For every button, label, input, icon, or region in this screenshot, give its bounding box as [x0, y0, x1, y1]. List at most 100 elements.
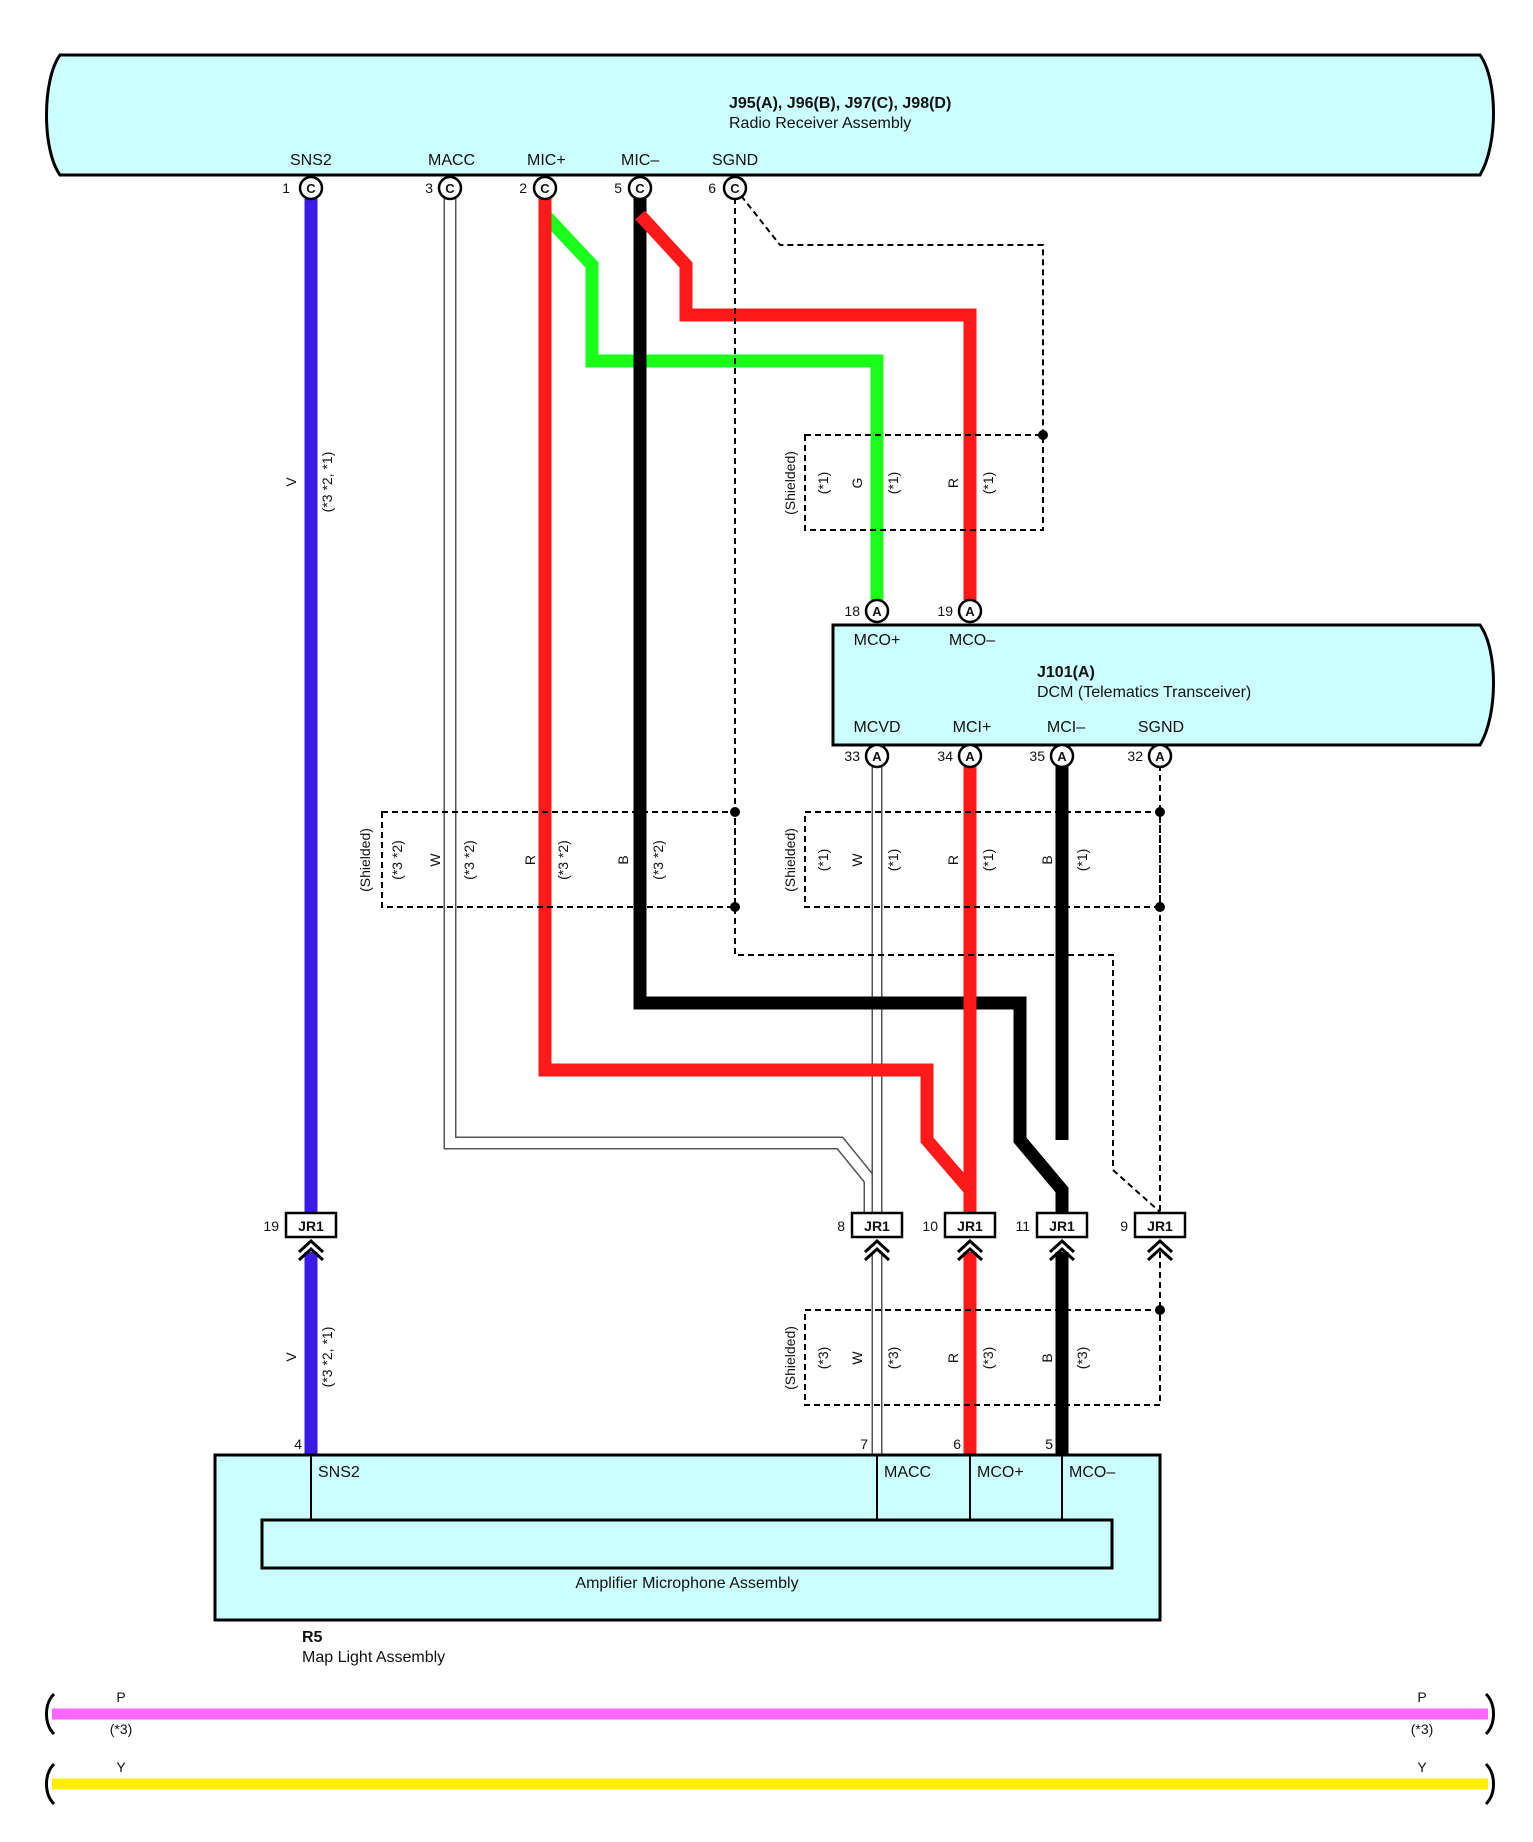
- pin-letter: A: [1155, 749, 1165, 764]
- dcm-body: [831, 623, 1495, 747]
- pin-number: 34: [937, 748, 953, 764]
- radio-pin-5[interactable]: C 5: [614, 175, 653, 201]
- shield-top-wire-color: R: [945, 478, 961, 488]
- shield-left-note: (*3 *2): [555, 840, 571, 880]
- chevron-up-icon: [956, 1238, 984, 1262]
- radio-terminal-name: MACC: [428, 152, 475, 169]
- pin-letter: C: [306, 181, 316, 196]
- jr1-pin-9[interactable]: JR1 9: [1120, 1211, 1187, 1262]
- pin-number: 5: [614, 180, 622, 196]
- shield-top-note: (*1): [815, 472, 831, 495]
- radio-pin-6[interactable]: C 6: [708, 175, 748, 201]
- break-icon: [45, 1762, 56, 1806]
- bus-yellow-color: Y: [116, 1759, 126, 1775]
- jr1-label: JR1: [1147, 1218, 1173, 1234]
- shield-top-note: (*1): [980, 472, 996, 495]
- wire-red-mic-minus[interactable]: [635, 210, 977, 600]
- wire-white-macc-fill: [445, 188, 875, 1212]
- jr1-pin-19[interactable]: JR1 19: [263, 1211, 338, 1262]
- dcm-pin-18[interactable]: A 18: [844, 598, 890, 624]
- pin-number: 3: [425, 180, 433, 196]
- bus-pink-note: (*3): [1411, 1721, 1434, 1737]
- shield-right-label: (Shielded): [782, 828, 798, 892]
- wire-green[interactable]: [540, 210, 884, 600]
- shield-left-wire-color: R: [522, 855, 538, 865]
- pin-letter: A: [965, 749, 975, 764]
- bus-yellow-color: Y: [1417, 1759, 1427, 1775]
- jr1-label: JR1: [1049, 1218, 1075, 1234]
- dcm-pin-32[interactable]: A 32: [1127, 743, 1173, 769]
- pin-number: 35: [1029, 748, 1045, 764]
- shield-top: (Shielded) (*1) G (*1) R (*1): [782, 430, 1048, 531]
- dcm-terminals: A 18 A 19 A 33 A 34 A 35 A 32: [844, 598, 1173, 769]
- radio-connector-ids: J95(A), J96(B), J97(C), J98(D): [729, 95, 951, 112]
- shield-right-note: (*1): [1074, 849, 1090, 872]
- bus-pink: P (*3) P (*3): [45, 1689, 1495, 1737]
- shield-right-wire-color: R: [945, 855, 961, 865]
- jr1-pin-number: 9: [1120, 1218, 1128, 1234]
- shield-bottom-wire-color: W: [849, 1351, 865, 1365]
- shield-bottom-wire-color: R: [945, 1353, 961, 1363]
- shield-left-note: (*3 *2): [389, 840, 405, 880]
- shield-right-note: (*1): [885, 849, 901, 872]
- pin-letter: C: [540, 181, 550, 196]
- pin-letter: A: [1057, 749, 1067, 764]
- dcm-pin-19[interactable]: A 19: [937, 598, 983, 624]
- jr1-label: JR1: [298, 1218, 324, 1234]
- dcm-bottom-terminal-name: MCI+: [953, 719, 992, 736]
- map-pin-number: 4: [294, 1436, 302, 1452]
- shield-right: (Shielded) (*1) W (*1) R (*1) B (*1): [782, 807, 1165, 912]
- map-light-name: Map Light Assembly: [302, 1649, 445, 1666]
- jr1-pin-10[interactable]: JR1 10: [922, 1211, 997, 1262]
- jr1-pin-8[interactable]: JR1 8: [837, 1211, 904, 1262]
- dcm-pin-34[interactable]: A 34: [937, 743, 983, 769]
- dcm-top-terminal-name: MCO+: [854, 632, 901, 649]
- wire-white-macc[interactable]: [443, 188, 877, 1212]
- dcm-pin-35[interactable]: A 35: [1029, 743, 1075, 769]
- pin-number: 2: [519, 180, 527, 196]
- dcm-bottom-terminal-name: MCVD: [853, 719, 900, 736]
- bus-pink-color: P: [116, 1689, 125, 1705]
- shield-bottom: (Shielded) (*3) W (*3) R (*3) B (*3): [782, 1305, 1165, 1406]
- shield-left-label: (Shielded): [357, 828, 373, 892]
- radio-pin-1[interactable]: C 1: [282, 175, 324, 201]
- shield-left: (Shielded) (*3 *2) W (*3 *2) R (*3 *2) B…: [357, 807, 740, 912]
- pin-letter: A: [872, 604, 882, 619]
- pin-number: 18: [844, 603, 860, 619]
- violet-wire-color-lower: V: [283, 1352, 299, 1362]
- dcm-pin-33[interactable]: A 33: [844, 743, 890, 769]
- radio-pin-3[interactable]: C 3: [425, 175, 463, 201]
- dcm-bottom-terminal-name: SGND: [1138, 719, 1184, 736]
- break-icon: [45, 1692, 56, 1736]
- shield-left-note: (*3 *2): [650, 840, 666, 880]
- jr1-pin-11[interactable]: JR1 11: [1015, 1211, 1089, 1262]
- radio-module-name: Radio Receiver Assembly: [729, 115, 911, 132]
- pin-letter: C: [445, 181, 455, 196]
- pin-letter: A: [965, 604, 975, 619]
- shield-bottom-note: (*3): [885, 1347, 901, 1370]
- bus-yellow: Y Y: [45, 1759, 1495, 1806]
- amplifier-microphone-name: Amplifier Microphone Assembly: [575, 1575, 798, 1592]
- jr1-label: JR1: [864, 1218, 890, 1234]
- radio-terminal-name: MIC–: [621, 152, 659, 169]
- violet-wire-note-upper: (*3 *2, *1): [319, 452, 335, 513]
- shield-left-wire-color: W: [427, 853, 443, 867]
- pin-number: 6: [708, 180, 716, 196]
- pin-letter: A: [872, 749, 882, 764]
- pin-number: 19: [937, 603, 953, 619]
- map-pin-number: 7: [860, 1436, 868, 1452]
- chevron-up-icon: [1146, 1238, 1174, 1262]
- chevron-up-icon: [863, 1238, 891, 1262]
- shield-left-wire-color: B: [615, 855, 631, 864]
- jr1-label: JR1: [957, 1218, 983, 1234]
- dcm-bottom-terminal-name: MCI–: [1047, 719, 1085, 736]
- wire-black-mic-minus[interactable]: [633, 188, 1069, 1212]
- chevron-up-icon: [297, 1238, 325, 1262]
- radio-pin-2[interactable]: C 2: [519, 175, 558, 201]
- radio-receiver-module: J95(A), J96(B), J97(C), J98(D) Radio Rec…: [45, 53, 1495, 177]
- map-light-module: Amplifier Microphone Assembly SNS2 MACC …: [213, 1436, 1162, 1666]
- radio-terminal-name: SNS2: [290, 152, 332, 169]
- pin-number: 1: [282, 180, 290, 196]
- shield-right-note: (*1): [815, 849, 831, 872]
